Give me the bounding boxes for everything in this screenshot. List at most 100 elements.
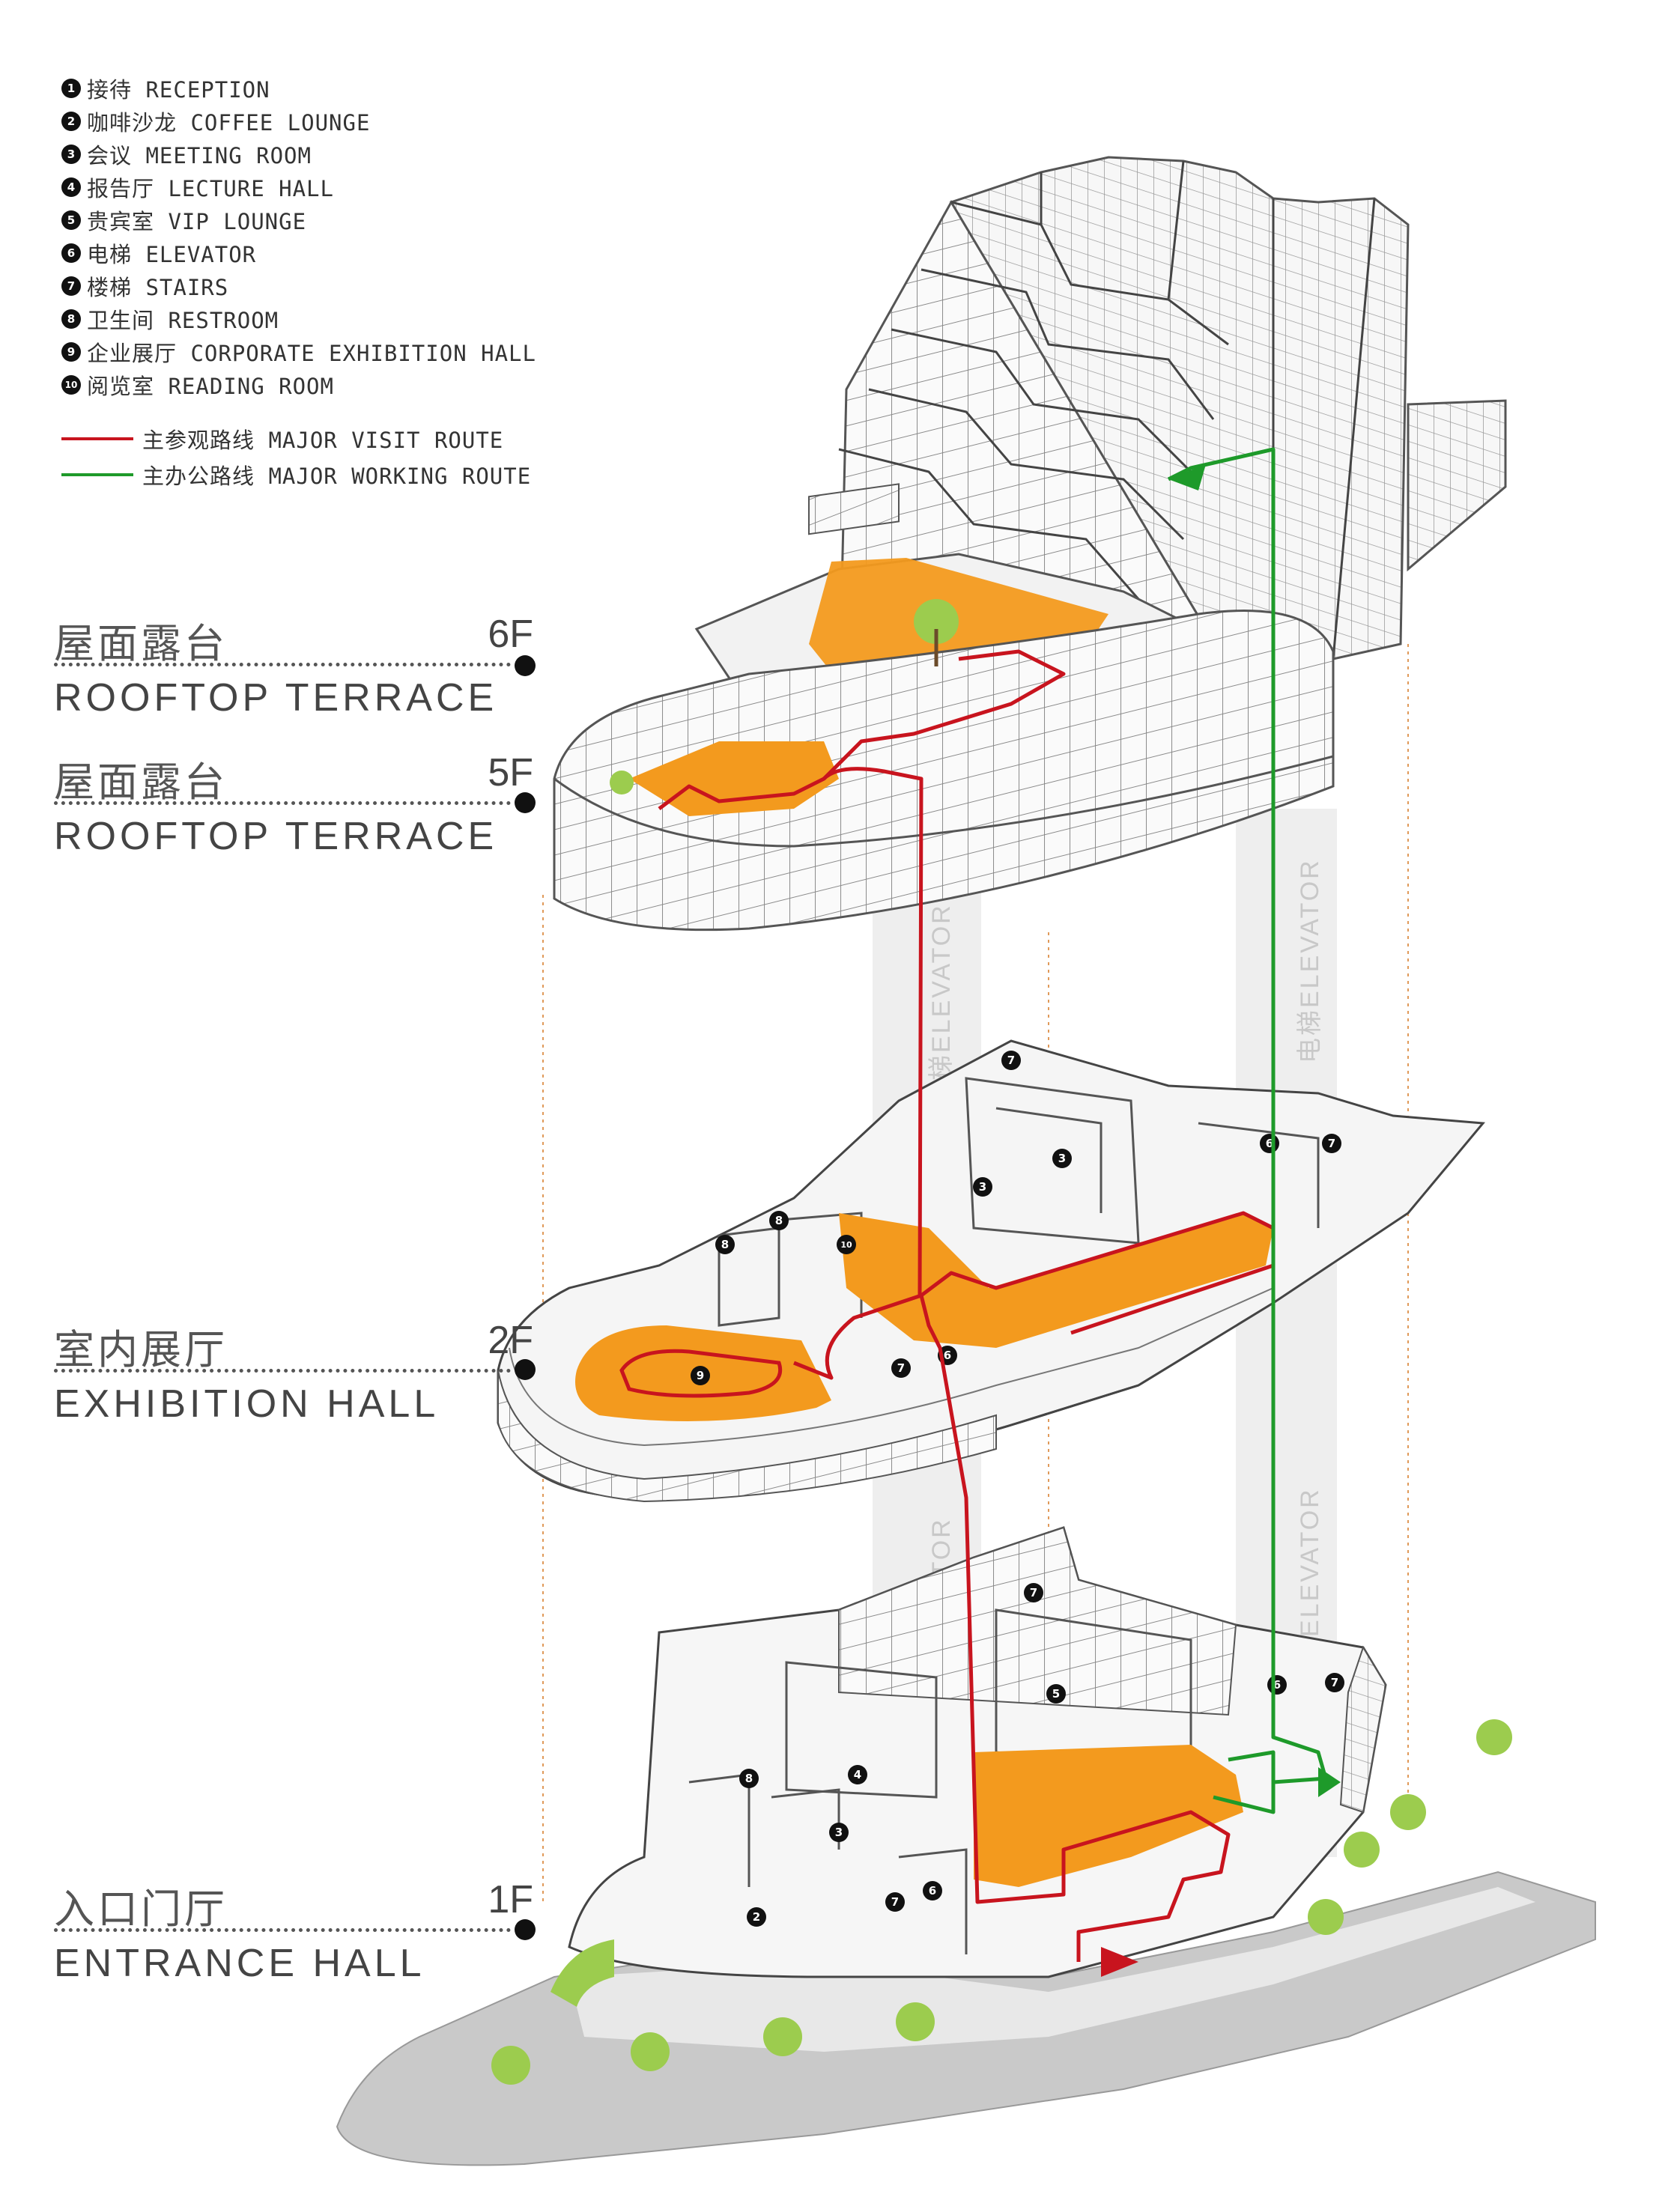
legend-item: 5 贵宾室 VIP LOUNGE (61, 204, 586, 237)
floor-5f-marker (515, 792, 536, 813)
room-marker: 3 (1052, 1149, 1072, 1168)
legend-number: 9 (61, 342, 81, 362)
site-trees (491, 1719, 1512, 2085)
svg-text:7: 7 (1328, 1137, 1335, 1150)
floor-label-6f: 屋面露台 6F ROOFTOP TERRACE (54, 610, 533, 720)
legend-label: 报告厅 LECTURE HALL (87, 176, 334, 201)
legend-label: 咖啡沙龙 COFFEE LOUNGE (87, 110, 371, 136)
room-marker: 8 (739, 1769, 759, 1788)
room-marker: 7 (1322, 1134, 1341, 1153)
tree-icon (1344, 1832, 1380, 1868)
legend-item: 4 报告厅 LECTURE HALL (61, 171, 586, 204)
svg-text:7: 7 (1030, 1586, 1037, 1599)
room-marker: 6 (1267, 1675, 1287, 1695)
floor-leader-line (54, 663, 511, 666)
working-route (1167, 447, 1328, 1814)
legend-label: 卫生间 RESTROOM (87, 308, 279, 333)
svg-text:3: 3 (1058, 1152, 1066, 1165)
legend-route-visit: 主参观路线 MAJOR VISIT ROUTE (61, 421, 586, 457)
floor-leader-line (54, 801, 511, 805)
legend-number: 7 (61, 276, 81, 296)
floor-6f-marker (515, 655, 536, 676)
room-markers-2f: 7 3 3 6 7 8 8 10 9 7 6 (691, 1051, 1341, 1385)
svg-text:8: 8 (721, 1238, 729, 1251)
tree-icon (1390, 1794, 1426, 1830)
floor-label-en: EXHIBITION HALL (54, 1382, 440, 1426)
floor-1f-marker (515, 1919, 536, 1940)
room-marker: 6 (1260, 1134, 1279, 1153)
legend-number: 4 (61, 177, 81, 197)
legend-label: 企业展厅 CORPORATE EXHIBITION HALL (87, 341, 536, 366)
svg-text:6: 6 (1266, 1137, 1273, 1150)
floor-2f-marker (515, 1359, 536, 1380)
room-marker: 9 (691, 1366, 710, 1385)
floor-level: 6F (488, 613, 533, 656)
room-marker: 10 (837, 1235, 856, 1254)
svg-text:9: 9 (697, 1369, 704, 1382)
floor-label-en: ENTRANCE HALL (54, 1942, 425, 1985)
legend-number: 3 (61, 145, 81, 164)
floor-2f-plan: 7 3 3 6 7 8 8 10 9 7 6 (497, 1039, 1485, 1503)
elevator-label: 电梯ELEVATOR (1296, 858, 1324, 1063)
floor-label-en: ROOFTOP TERRACE (54, 676, 498, 720)
legend-number: 10 (61, 375, 81, 395)
svg-text:7: 7 (1007, 1054, 1015, 1067)
svg-text:5: 5 (1052, 1687, 1060, 1701)
floor-1f-plan: 7 5 6 7 8 4 3 2 7 6 (336, 1526, 1596, 2166)
svg-text:8: 8 (745, 1772, 753, 1785)
building-upper-floors (553, 156, 1507, 932)
tree-icon (914, 599, 959, 666)
room-marker: 3 (973, 1177, 992, 1197)
svg-text:7: 7 (1331, 1676, 1338, 1689)
room-marker: 4 (848, 1765, 867, 1784)
svg-text:8: 8 (775, 1214, 783, 1227)
floor-label-zh: 入口门厅 (54, 1886, 228, 1933)
legend-item: 3 会议 MEETING ROOM (61, 138, 586, 171)
floor-leader-line (54, 1369, 511, 1373)
room-marker: 6 (923, 1881, 942, 1900)
route-label: 主办公路线 MAJOR WORKING ROUTE (142, 464, 532, 489)
svg-text:6: 6 (1273, 1678, 1281, 1692)
working-route-swatch (61, 473, 133, 476)
legend-number: 2 (61, 112, 81, 131)
svg-text:7: 7 (891, 1895, 899, 1909)
legend-label: 会议 MEETING ROOM (87, 143, 312, 168)
room-marker: 7 (891, 1358, 911, 1378)
room-marker: 8 (715, 1235, 735, 1254)
floor-level: 2F (488, 1319, 533, 1362)
floor-label-1f: 入口门厅 1F ENTRANCE HALL (54, 1876, 533, 1985)
legend-number: 1 (61, 79, 81, 98)
legend-label: 贵宾室 VIP LOUNGE (87, 209, 307, 234)
floor-level: 5F (488, 751, 533, 794)
room-marker: 7 (1001, 1051, 1021, 1070)
legend-item: 7 楼梯 STAIRS (61, 270, 586, 303)
legend-label: 电梯 ELEVATOR (87, 242, 257, 267)
tree-icon (1308, 1899, 1344, 1935)
svg-text:6: 6 (929, 1884, 936, 1897)
tree-icon (896, 2002, 935, 2041)
floor-label-zh: 屋面露台 (54, 759, 228, 806)
room-marker: 8 (769, 1211, 789, 1230)
tree-icon (631, 2032, 670, 2071)
svg-text:3: 3 (835, 1826, 843, 1839)
tree-icon (610, 771, 634, 794)
tree-icon (1476, 1719, 1512, 1755)
room-marker: 3 (829, 1823, 849, 1842)
floor-leader-line (54, 1928, 511, 1932)
route-label: 主参观路线 MAJOR VISIT ROUTE (142, 428, 504, 453)
visit-route-swatch (61, 437, 133, 440)
legend-route-working: 主办公路线 MAJOR WORKING ROUTE (61, 457, 586, 493)
legend-item: 2 咖啡沙龙 COFFEE LOUNGE (61, 105, 586, 138)
room-marker: 7 (885, 1892, 905, 1912)
floor-label-zh: 屋面露台 (54, 620, 228, 667)
legend-number: 5 (61, 210, 81, 230)
working-route-entry-arrow (1318, 1767, 1341, 1797)
floor-level: 1F (488, 1878, 533, 1921)
legend-label: 楼梯 STAIRS (87, 275, 229, 300)
tree-icon (491, 2046, 530, 2085)
svg-text:4: 4 (854, 1768, 861, 1781)
